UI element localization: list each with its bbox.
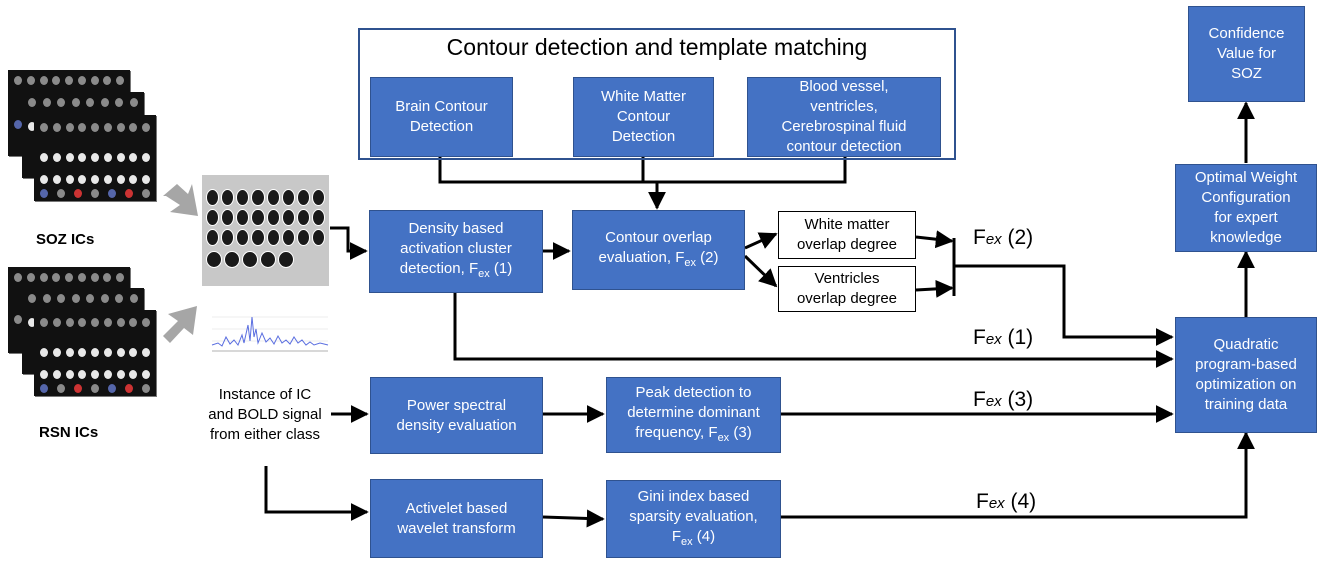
vent-merge-arrow (915, 279, 954, 298)
bold-signal-plot (204, 307, 331, 357)
f1-path (453, 293, 1174, 368)
white-matter-overlap-box: White matter overlap degree (778, 211, 916, 259)
soz-panel-arrow (163, 184, 198, 216)
gini-index-box: Gini index based sparsity evaluation, Fe… (606, 480, 781, 558)
feature-label-f2: Fex (2) (973, 226, 1034, 249)
activelet-box: Activelet based wavelet transform (370, 479, 543, 558)
contour-overlap-box: Contour overlap evaluation, Fex (2) (572, 210, 745, 290)
contour-group-title: Contour detection and template matching (446, 34, 868, 60)
wm-merge-arrow (915, 230, 954, 249)
density-line1: Density based (408, 220, 504, 237)
optimal-weight-box: Optimal Weight Configuration for expert … (1175, 164, 1317, 252)
soz-ics-label: SOZ ICs (36, 231, 95, 248)
contour-group-frame (358, 28, 956, 160)
feature-label-f3: Fex (3) (973, 388, 1034, 411)
contour-overlap-line2: evaluation, Fex (2) (598, 248, 719, 269)
feature-label-f1: Fex (1) (973, 326, 1034, 349)
white-matter-contour-box: White Matter Contour Detection (573, 77, 714, 157)
confidence-value-box: Confidence Value for SOZ (1188, 6, 1305, 102)
contour-overlap-line1: Contour overlap (605, 228, 712, 246)
instance-to-activelet-arrow (264, 466, 369, 521)
density-line3: detection, Fex (1) (399, 260, 513, 280)
panel-to-density-arrow (330, 226, 368, 260)
activelet-to-gini-arrow (542, 509, 605, 528)
gini-line2: sparsity evaluation, (629, 507, 758, 525)
f4-path (781, 431, 1255, 519)
quadratic-optimization-box: Quadratic program-based optimization on … (1175, 317, 1317, 433)
f2-path (954, 264, 1174, 346)
peak-line1: Peak detection to (635, 383, 752, 401)
peak-line3: frequency, Fex (3) (635, 423, 752, 444)
brain-contour-box: Brain Contour Detection (370, 77, 513, 157)
rsn-ics-label: RSN ICs (39, 424, 99, 441)
to-vent-overlap-arrow (743, 254, 778, 288)
soz-ic-slice (34, 115, 156, 201)
peak-line2: determine dominant (627, 403, 760, 421)
gini-line1: Gini index based (637, 487, 750, 505)
blood-vessel-contour-box: Blood vessel, ventricles, Cerebrospinal … (747, 77, 941, 157)
rsn-ic-slice (34, 310, 156, 396)
ventricles-overlap-box: Ventricles overlap degree (778, 266, 916, 312)
rsn-panel-arrow (163, 306, 197, 343)
feature-label-f4: Fex (4) (976, 490, 1037, 513)
density-cluster-box: Density based activation cluster detecti… (369, 210, 543, 293)
instance-text: Instance of IC and BOLD signal from eith… (208, 386, 322, 443)
peak-detection-box: Peak detection to determine dominant fre… (606, 377, 781, 453)
to-wm-overlap-arrow (744, 232, 778, 250)
power-spectral-box: Power spectral density evaluation (370, 377, 543, 454)
gini-line3: Fex (4) (671, 527, 716, 548)
density-line2: activation cluster (400, 240, 512, 257)
ic-montage-image (202, 175, 329, 286)
